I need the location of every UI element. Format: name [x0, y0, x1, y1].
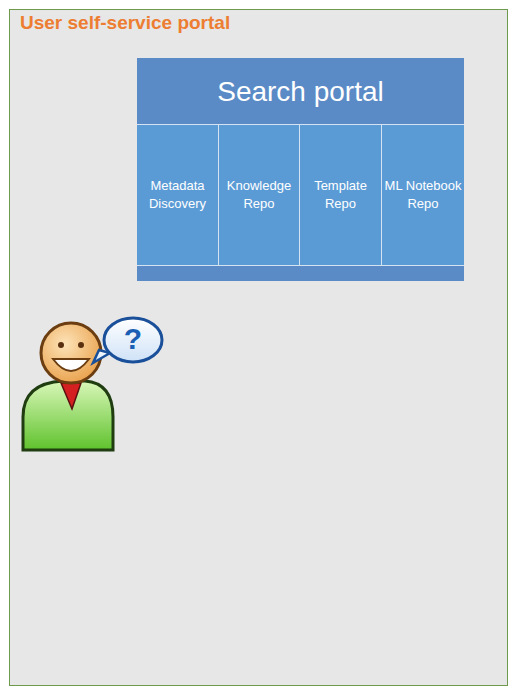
repo-label: Metadata Discovery — [139, 177, 216, 213]
repo-label: ML Notebook Repo — [384, 177, 462, 213]
panel-title: User self-service portal — [20, 12, 230, 34]
question-mark: ? — [118, 321, 148, 357]
repo-label: Knowledge Repo — [221, 177, 297, 213]
repo-column: Knowledge Repo — [219, 125, 299, 265]
user-icon — [15, 305, 175, 455]
repo-column: Template Repo — [300, 125, 381, 265]
repo-label: Template Repo — [302, 177, 379, 213]
search-portal-title: Search portal — [137, 58, 464, 125]
repo-column: Metadata Discovery — [137, 125, 218, 265]
portal-panel: User self-service portalSearch portalMet… — [9, 9, 508, 686]
search-portal-box: Search portalMetadata DiscoveryKnowledge… — [137, 58, 464, 281]
repo-column: ML Notebook Repo — [382, 125, 464, 265]
